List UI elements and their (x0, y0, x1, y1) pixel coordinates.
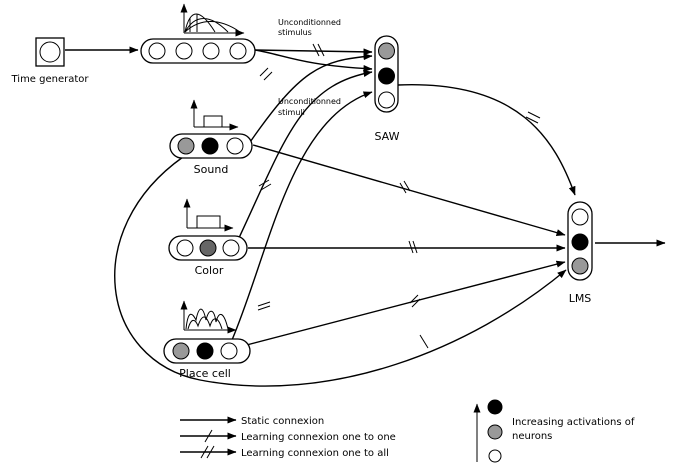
lms-node: LMS (567, 201, 593, 305)
saw-label: SAW (375, 130, 400, 143)
saw-neuron-2 (378, 67, 395, 85)
legend-one-to-all-label: Learning connexion one to all (241, 448, 389, 459)
sound-to-saw-connection (247, 53, 373, 146)
ring-to-saw-connection (254, 48, 373, 56)
legend-neuron-low (487, 424, 503, 440)
legend-one-to-one-label: Learning connexion one to one (241, 432, 396, 443)
sound-neuron-2 (201, 137, 219, 155)
legend-one-to-one-slash (204, 429, 213, 443)
sound-loop-to-lms-connection (114, 156, 567, 387)
color-stimulus-icon (183, 198, 234, 232)
placecell-neuron-1 (172, 342, 190, 360)
placecell-to-saw-connection (231, 91, 373, 341)
placecell-neuron-2 (196, 342, 214, 360)
time-generator-neuron (39, 41, 61, 63)
placecell-to-lms-connection (234, 260, 566, 349)
unconditioned-stimulus-annotation: Unconditionned stimulus (278, 18, 341, 37)
lms-neuron-3 (571, 257, 589, 275)
color-neuron-3 (222, 239, 240, 257)
legend-neuron-none (488, 449, 502, 463)
time-ring-group (140, 3, 256, 64)
time-generator-node: Time generator (10, 37, 89, 85)
unconditioned-stimuli-annotation: Unconditionned stimuli (278, 97, 341, 117)
time-ring-box (140, 38, 256, 64)
color-to-saw-connection (237, 70, 373, 241)
connections (65, 43, 666, 387)
color-neuron-2 (199, 239, 217, 257)
placecell-activity-icon (180, 300, 237, 334)
legend-neuron-high (487, 399, 503, 415)
legend-activation-label: Increasing activations of neurons (512, 417, 635, 442)
saw-node: SAW (374, 35, 400, 143)
lms-neuron-2 (571, 233, 589, 251)
legend-one-to-all-slashes (200, 445, 215, 459)
sound-stimulus-icon (190, 99, 239, 131)
ring-to-saw-learning-connection (254, 49, 373, 73)
saw-to-lms-connection (397, 84, 576, 196)
lms-neuron-1 (571, 208, 589, 226)
sound-node: Sound (169, 99, 253, 176)
sound-label: Sound (194, 163, 229, 176)
learning-slash-marks (257, 43, 541, 349)
annotations: Unconditionned stimulus Unconditionned s… (278, 18, 341, 117)
color-neuron-1 (176, 239, 194, 257)
sound-neuron-3 (226, 137, 244, 155)
placecell-neuron-3 (220, 342, 238, 360)
lms-label: LMS (569, 292, 592, 305)
time-ring-activity-icon (180, 3, 245, 37)
placecell-node: Place cell (163, 300, 251, 380)
time-generator-label: Time generator (10, 74, 89, 85)
saw-neuron-1 (378, 42, 395, 60)
color-node: Color (168, 198, 248, 277)
sound-neuron-1 (177, 137, 195, 155)
legend-static-label: Static connexion (241, 416, 324, 427)
saw-neuron-3 (378, 91, 395, 109)
legend: Static connexion Learning connexion one … (180, 399, 635, 463)
color-label: Color (195, 264, 224, 277)
placecell-label: Place cell (179, 367, 231, 380)
